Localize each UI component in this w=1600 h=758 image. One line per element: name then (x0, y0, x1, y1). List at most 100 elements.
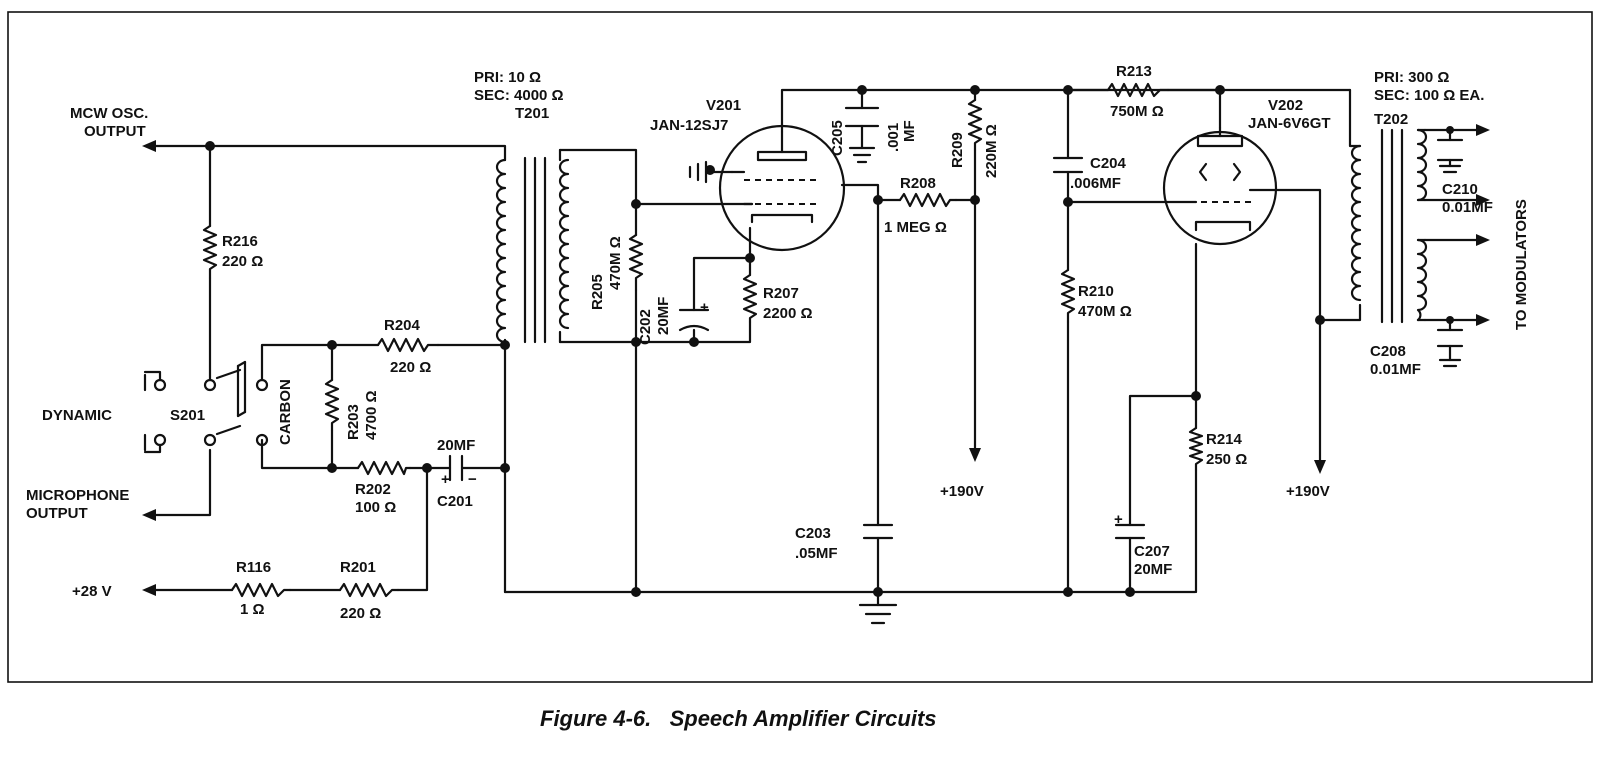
r204-name: R204 (384, 317, 421, 334)
v201-name: V201 (706, 97, 741, 114)
c208-value: 0.01MF (1370, 361, 1421, 378)
r208-symbol (898, 192, 958, 208)
r209-symbol (967, 98, 983, 152)
r116-name: R116 (236, 559, 271, 576)
plus190v-1: +190V (940, 483, 984, 500)
v202-name: V202 (1268, 97, 1303, 114)
r201-value: 220 Ω (340, 605, 381, 622)
c203-name: C203 (795, 525, 831, 542)
r213-name: R213 (1116, 63, 1152, 80)
r214-name: R214 (1206, 431, 1243, 448)
v202-type: JAN-6V6GT (1248, 115, 1331, 132)
to-modulators-label: TO MODULATORS (1513, 199, 1530, 330)
c207-plus: + (1114, 511, 1123, 528)
mic-label-2: OUTPUT (26, 505, 88, 522)
r214-symbol (1188, 426, 1204, 472)
c210-ground-icon (1438, 164, 1462, 174)
r203-symbol (324, 378, 340, 432)
c205-name: C205 (829, 120, 846, 156)
figure-frame (7, 11, 1593, 683)
ground-symbols (688, 146, 1462, 625)
r205-symbol (628, 233, 644, 292)
capacitors (448, 106, 1464, 540)
c201-value: 20MF (437, 437, 475, 454)
t201-sec: SEC: 4000 Ω (474, 87, 564, 104)
r210-value: 470M Ω (1078, 303, 1132, 320)
mcw-label-1: MCW OSC. (70, 105, 148, 122)
r216-value: 220 Ω (222, 253, 263, 270)
c205-ground-icon (848, 146, 876, 164)
t202-name: T202 (1374, 111, 1408, 128)
mcw-label-2: OUTPUT (84, 123, 146, 140)
c202-name: C202 (637, 309, 654, 345)
c205-value: .001 (885, 123, 902, 152)
r208-name: R208 (900, 175, 936, 192)
c208-name: C208 (1370, 343, 1406, 360)
r201-symbol (338, 582, 400, 598)
v202-tube (1162, 126, 1278, 246)
resistors (202, 82, 1204, 598)
t201-pri: PRI: 10 Ω (474, 69, 541, 86)
r202-name: R202 (355, 481, 391, 498)
c210-symbol (1436, 138, 1464, 162)
r205-name: R205 (589, 274, 606, 310)
c202-symbol (678, 308, 710, 332)
t201-name: T201 (515, 105, 549, 122)
c204-name: C204 (1090, 155, 1127, 172)
component-labels: MCW OSC. OUTPUT DYNAMIC S201 CARBON MICR… (26, 63, 1530, 622)
c203-symbol (862, 523, 894, 540)
r210-name: R210 (1078, 283, 1114, 300)
c207-name: C207 (1134, 543, 1170, 560)
r204-value: 220 Ω (390, 359, 431, 376)
c204-value: .006MF (1070, 175, 1121, 192)
c201-name: C201 (437, 493, 473, 510)
r205-value: 470M Ω (607, 236, 624, 290)
r203-value: 4700 Ω (363, 390, 380, 440)
r116-value: 1 Ω (240, 601, 265, 618)
t202-transformer (1350, 128, 1428, 324)
figure-caption: Figure 4-6. Speech Amplifier Circuits (540, 706, 937, 731)
r216-symbol (202, 224, 218, 280)
plus28v-label: +28 V (72, 583, 112, 600)
carbon-label: CARBON (277, 379, 294, 445)
c203-value: .05MF (795, 545, 838, 562)
junction-dots (205, 85, 1454, 597)
r207-value: 2200 Ω (763, 305, 813, 322)
plus190v-2: +190V (1286, 483, 1330, 500)
r208-value: 1 MEG Ω (884, 219, 947, 236)
c208-ground-icon (1438, 358, 1462, 368)
r204-symbol (376, 337, 440, 353)
c208-symbol (1436, 328, 1464, 348)
r209-value: 220M Ω (983, 124, 1000, 178)
r209-name: R209 (949, 132, 966, 168)
c205-symbol (844, 106, 880, 128)
r207-symbol (742, 273, 758, 324)
dynamic-label: DYNAMIC (42, 407, 112, 424)
c205-unit: MF (901, 120, 918, 142)
c207-symbol (1114, 523, 1146, 540)
t202-sec: SEC: 100 Ω EA. (1374, 87, 1484, 104)
main-ground-icon (858, 603, 898, 625)
r216-name: R216 (222, 233, 258, 250)
output-arrows (142, 124, 1490, 596)
r207-name: R207 (763, 285, 799, 302)
c201-symbol (448, 454, 464, 482)
r210-symbol (1060, 268, 1076, 324)
c201-minus: − (468, 471, 477, 488)
r214-value: 250 Ω (1206, 451, 1247, 468)
t201-transformer (495, 148, 570, 344)
r202-value: 100 Ω (355, 499, 396, 516)
r202-symbol (356, 460, 412, 476)
r203-name: R203 (345, 404, 362, 440)
r213-value: 750M Ω (1110, 103, 1164, 120)
v201-ground-icon (688, 160, 708, 184)
r116-symbol (230, 582, 292, 598)
c204-symbol (1052, 156, 1084, 174)
r201-name: R201 (340, 559, 376, 576)
t202-pri: PRI: 300 Ω (1374, 69, 1449, 86)
c210-value: 0.01MF (1442, 199, 1493, 216)
s201-label: S201 (170, 407, 205, 424)
c201-plus: + (441, 471, 450, 488)
r213-symbol (1106, 82, 1170, 98)
